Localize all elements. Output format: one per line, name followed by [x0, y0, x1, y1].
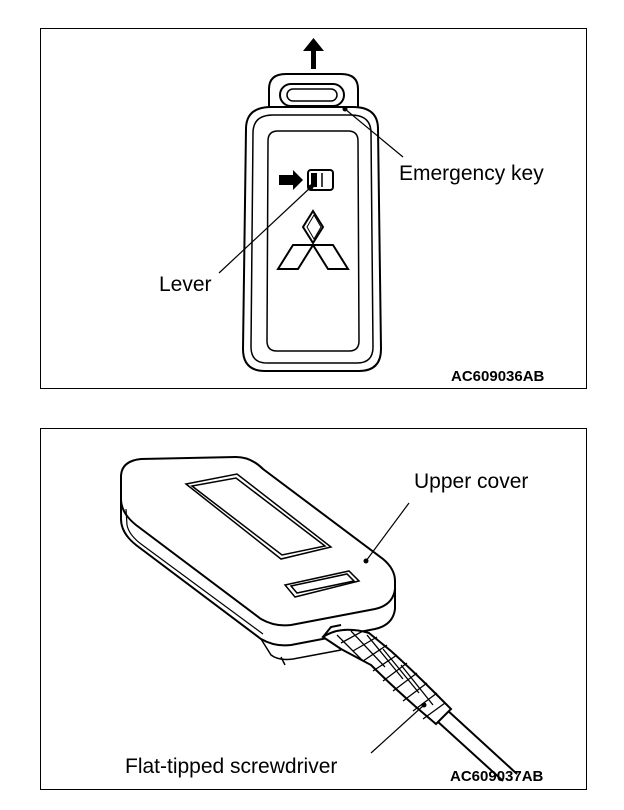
cover-removal-illustration: Upper cover Flat-tipped screwdriver AC60… — [120, 455, 544, 785]
screwdriver-leader-dot — [421, 702, 427, 708]
emergency-key-label: Emergency key — [399, 162, 544, 185]
screwdriver-leader-line — [370, 704, 425, 754]
lever-leader-dot — [308, 184, 314, 190]
key-fob-illustration: Emergency key Lever AC609036AB — [159, 38, 545, 385]
figure-code-top: AC609036AB — [451, 368, 545, 385]
upper-cover-label: Upper cover — [414, 470, 528, 493]
upper-cover-leader-dot — [363, 558, 369, 564]
lever-icon — [279, 169, 334, 191]
upper-cover-leader-line — [365, 502, 410, 562]
figure-panel-upper-cover: Upper cover Flat-tipped screwdriver AC60… — [40, 428, 587, 790]
display-window — [184, 473, 333, 560]
screwdriver-icon — [321, 624, 518, 782]
button-recess — [283, 570, 361, 598]
three-diamond-logo-icon — [276, 209, 350, 270]
lever-leader-line — [218, 186, 312, 274]
figure-code-bottom: AC609037AB — [450, 768, 544, 785]
emergency-key-leader-line — [344, 108, 404, 158]
screwdriver-label: Flat-tipped screwdriver — [125, 755, 337, 778]
emergency-key-leader-dot — [342, 106, 348, 112]
lever-label: Lever — [159, 273, 212, 296]
pull-up-arrow-icon — [303, 38, 324, 69]
figure-panel-emergency-key: Emergency key Lever AC609036AB — [40, 28, 587, 389]
